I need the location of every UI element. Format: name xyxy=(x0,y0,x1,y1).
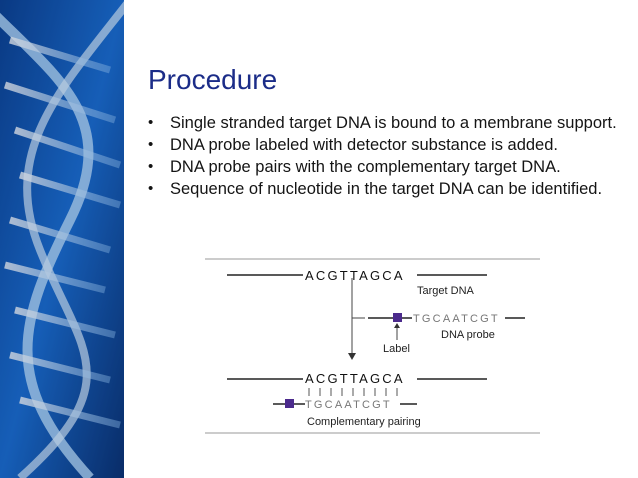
bullet-item: • Single stranded target DNA is bound to … xyxy=(148,113,618,133)
dna-probe-diagram: ACGTTAGCA Target DNA TGCAATCGT DNA probe… xyxy=(205,258,540,434)
bullet-dot: • xyxy=(148,158,154,175)
dna-helix-artwork xyxy=(0,0,124,478)
paired-probe-sequence: TGCAATCGT xyxy=(305,399,392,411)
bullet-text: Sequence of nucleotide in the target DNA… xyxy=(170,180,603,198)
bullet-text: Single stranded target DNA is bound to a… xyxy=(170,114,617,132)
complementary-pairing-label: Complementary pairing xyxy=(307,416,421,428)
paired-label-square xyxy=(285,399,294,408)
bullet-text: DNA probe pairs with the complementary t… xyxy=(170,158,561,176)
label-pointer-head xyxy=(394,323,400,328)
slide-title: Procedure xyxy=(148,64,278,95)
bullet-dot: • xyxy=(148,114,154,131)
bullet-text: DNA probe labeled with detector substanc… xyxy=(170,136,558,154)
target-sequence: ACGTTAGCA xyxy=(305,268,405,283)
bullet-item: • DNA probe labeled with detector substan… xyxy=(148,135,618,155)
probe-label-square xyxy=(393,313,402,322)
base-pair-bonds xyxy=(308,388,398,396)
bullet-dot: • xyxy=(148,180,154,197)
arrow-line xyxy=(351,278,365,319)
bullet-dot: • xyxy=(148,136,154,153)
paired-target-sequence: ACGTTAGCA xyxy=(305,371,405,386)
bullet-item: • Sequence of nucleotide in the target DN… xyxy=(148,179,618,199)
arrow-down-icon xyxy=(348,353,356,360)
bullet-list: • Single stranded target DNA is bound to … xyxy=(148,113,618,201)
probe-sequence: TGCAATCGT xyxy=(413,313,500,325)
bullet-item: • DNA probe pairs with the complementary … xyxy=(148,157,618,177)
label-caption: Label xyxy=(383,343,410,355)
dna-probe-label: DNA probe xyxy=(441,329,495,341)
target-dna-label: Target DNA xyxy=(417,285,475,297)
